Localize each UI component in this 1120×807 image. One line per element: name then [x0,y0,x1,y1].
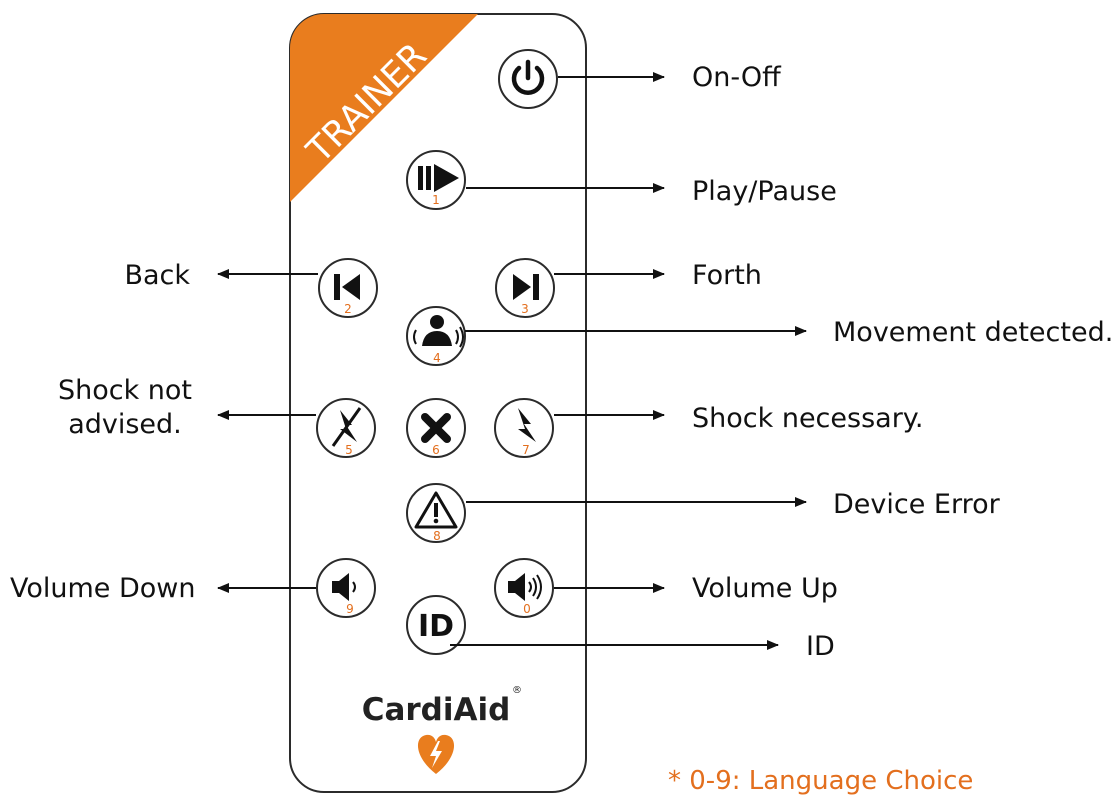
label-no-shock-line-2: advised. [68,409,182,440]
play-pause-icon [418,164,459,192]
skip-back-icon [334,274,360,300]
movement-button[interactable]: 4 [406,306,466,366]
id-text-icon: ID [418,609,454,644]
volume-down-button[interactable]: 9 [316,558,376,618]
button-number: 0 [523,602,531,616]
power-icon [511,59,545,95]
trainer-badge [290,14,478,202]
shock-button[interactable]: 7 [494,398,554,458]
speaker-high-icon [508,573,542,601]
button-number: 8 [433,529,441,543]
button-number: 5 [345,443,353,457]
volume-up-button[interactable]: 0 [494,558,554,618]
no-shock-icon [331,407,362,447]
button-number: 7 [522,443,530,457]
button-number: 1 [432,193,440,207]
label-forth: Forth [692,260,762,291]
no-shock-button[interactable]: 5 [316,398,376,458]
label-volume-up: Volume Up [692,573,838,604]
play-pause-button[interactable]: 1 [406,150,466,210]
label-id: ID [806,631,835,662]
button-number: 3 [521,302,529,316]
label-no-shock-line-1: Shock not [57,375,193,406]
connector-arrows [217,72,807,650]
label-shock: Shock necessary. [692,403,924,434]
power-button[interactable] [498,49,558,109]
speaker-low-icon [332,573,356,601]
brand-registered-mark: ® [512,685,522,696]
forth-button[interactable]: 3 [495,258,555,318]
label-play-pause: Play/Pause [692,176,837,207]
label-on-off: On-Off [692,62,781,93]
label-no-shock: Shock not advised. [30,374,220,442]
button-number: 9 [346,602,354,616]
cancel-button[interactable]: 6 [406,398,466,458]
id-button[interactable]: ID [406,595,466,655]
label-volume-down: Volume Down [10,573,196,604]
device-error-button[interactable]: 8 [406,483,466,543]
label-movement: Movement detected. [833,317,1114,348]
label-back: Back [124,260,190,291]
person-motion-icon [413,315,464,348]
skip-forward-icon [513,274,539,300]
back-button[interactable]: 2 [318,258,378,318]
button-number: 2 [344,302,352,316]
brand-name: CardiAid [362,692,511,728]
brand-logo: CardiAid ® [362,685,522,774]
button-number: 4 [433,351,441,365]
x-icon [421,413,451,443]
button-number: 6 [432,443,440,457]
footnote-language-choice: * 0-9: Language Choice [668,766,974,796]
label-device-error: Device Error [833,489,1000,520]
warning-icon [414,491,458,529]
heart-lightning-icon [417,734,455,774]
shock-icon [518,408,536,442]
